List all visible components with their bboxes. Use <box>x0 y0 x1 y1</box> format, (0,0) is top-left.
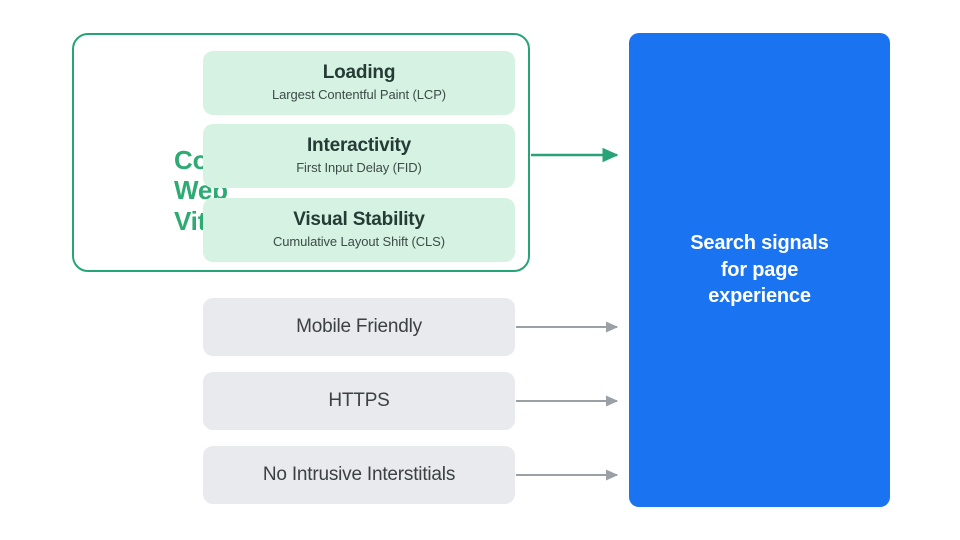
outcome-text: Search signals for page experience <box>690 232 829 308</box>
metric-card-loading: Loading Largest Contentful Paint (LCP) <box>203 51 515 115</box>
outcome-card-search-signals: Search signals for page experience <box>629 33 890 507</box>
metric-subtitle-visual-stability: Cumulative Layout Shift (CLS) <box>273 234 445 250</box>
signal-label-mobile-friendly: Mobile Friendly <box>296 316 422 337</box>
metric-subtitle-interactivity: First Input Delay (FID) <box>296 160 422 176</box>
metric-subtitle-loading: Largest Contentful Paint (LCP) <box>271 87 447 103</box>
metric-title-interactivity: Interactivity <box>306 135 412 157</box>
metric-card-visual-stability: Visual Stability Cumulative Layout Shift… <box>203 198 515 262</box>
metric-card-interactivity: Interactivity First Input Delay (FID) <box>203 124 515 188</box>
signal-card-mobile-friendly: Mobile Friendly <box>203 298 515 356</box>
signal-label-https: HTTPS <box>328 390 390 411</box>
metric-title-loading: Loading <box>322 62 396 84</box>
signal-card-no-intrusive-interstitials: No Intrusive Interstitials <box>203 446 515 504</box>
metric-title-visual-stability: Visual Stability <box>293 209 425 231</box>
signal-label-no-intrusive-interstitials: No Intrusive Interstitials <box>262 464 456 485</box>
signal-card-https: HTTPS <box>203 372 515 430</box>
